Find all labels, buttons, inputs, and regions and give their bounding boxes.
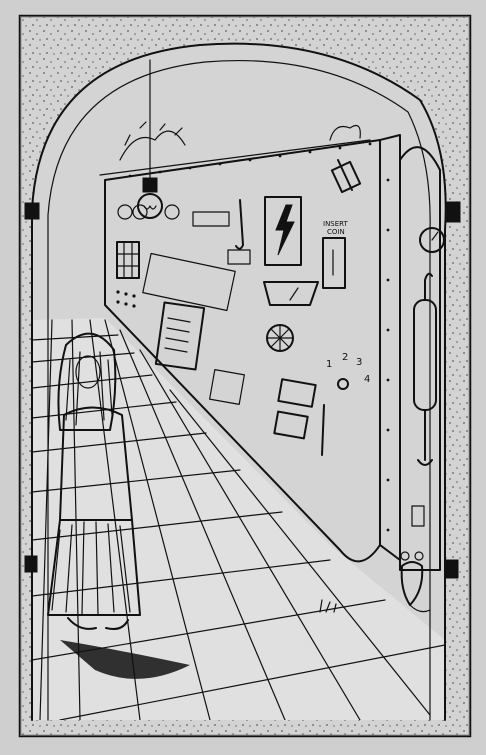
room-interior (32, 43, 446, 720)
dot-grid (116, 290, 136, 308)
panel-clock-row (117, 204, 180, 220)
steam-pipe (329, 125, 362, 194)
thermometer-icon (321, 404, 325, 456)
pressure-gauge-icon (419, 227, 445, 253)
hanging-light-bulb (137, 59, 163, 219)
small-tag (411, 505, 425, 527)
dial-number-4: 4 (364, 374, 370, 385)
dial-number-3: 3 (356, 357, 362, 368)
valve-wheel (266, 324, 294, 352)
girl-figure (47, 332, 190, 679)
mouse-figure (400, 551, 431, 613)
side-machinery (399, 146, 445, 571)
meter-gauge (263, 281, 319, 306)
coin-slot-label-1: INSERT (323, 220, 349, 228)
coin-slot: INSERT COIN (322, 220, 349, 289)
weed-sprout (319, 599, 337, 613)
do-not-press-sign (209, 369, 245, 405)
lever-icon (235, 199, 244, 250)
hinge-left-bottom (24, 555, 38, 573)
dial-numbers: 1 2 3 4 (326, 352, 370, 390)
display-screens (273, 378, 317, 440)
coin-slot-label-2: COIN (327, 228, 345, 236)
dial-number-1: 1 (326, 359, 332, 370)
archway (31, 42, 447, 721)
lightning-bolt-icon (275, 204, 295, 256)
tiled-floor (32, 318, 445, 720)
lever-label-box (227, 249, 251, 265)
warning-sign (264, 196, 302, 266)
paper-note (154, 301, 206, 371)
hinge-right-bottom (445, 559, 459, 579)
foliage-top (119, 121, 186, 161)
dial-number-2: 2 (342, 352, 348, 363)
grid-panel (116, 241, 140, 279)
star-indicator-strip (192, 211, 230, 227)
shadow (60, 640, 190, 679)
switch-row (142, 252, 236, 312)
hinge-left-top (24, 202, 40, 220)
hinge-right-top (445, 201, 461, 223)
